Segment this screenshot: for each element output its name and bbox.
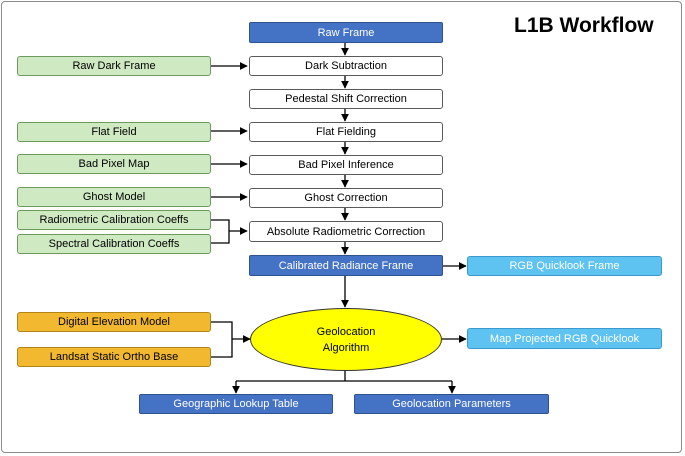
geographic-lookup-table-output: Geographic Lookup Table (139, 394, 333, 414)
diagram-title: L1B Workflow (514, 14, 654, 37)
bad-pixel-inference-node: Bad Pixel Inference (249, 155, 443, 175)
ghost-correction-node: Ghost Correction (249, 188, 443, 208)
spectral-coeffs-input: Spectral Calibration Coeffs (17, 234, 211, 254)
geolocation-label-line1: Geolocation (316, 325, 376, 338)
geolocation-label-line2: Algorithm (322, 341, 370, 354)
landsat-ortho-base-input: Landsat Static Ortho Base (17, 347, 211, 367)
bad-pixel-map-input: Bad Pixel Map (17, 154, 211, 174)
geolocation-parameters-output: Geolocation Parameters (354, 394, 549, 414)
pedestal-shift-node: Pedestal Shift Correction (249, 89, 443, 109)
raw-frame-node: Raw Frame (249, 22, 443, 43)
rgb-quicklook-output: RGB Quicklook Frame (467, 256, 662, 276)
raw-dark-frame-input: Raw Dark Frame (17, 56, 211, 76)
calibrated-radiance-node: Calibrated Radiance Frame (249, 255, 443, 276)
digital-elevation-model-input: Digital Elevation Model (17, 312, 211, 332)
connector-geo-inputs-merge (211, 321, 233, 358)
geolocation-algorithm-node: Geolocation Algorithm (250, 308, 442, 371)
map-projected-quicklook-output: Map Projected RGB Quicklook (467, 328, 662, 349)
flat-field-input: Flat Field (17, 122, 211, 142)
radiometric-coeffs-input: Radiometric Calibration Coeffs (17, 210, 211, 230)
connector-coeffs-merge (211, 219, 230, 244)
ghost-model-input: Ghost Model (17, 187, 211, 207)
absolute-radiometric-node: Absolute Radiometric Correction (249, 221, 443, 242)
flat-fielding-node: Flat Fielding (249, 122, 443, 142)
dark-subtraction-node: Dark Subtraction (249, 56, 443, 76)
